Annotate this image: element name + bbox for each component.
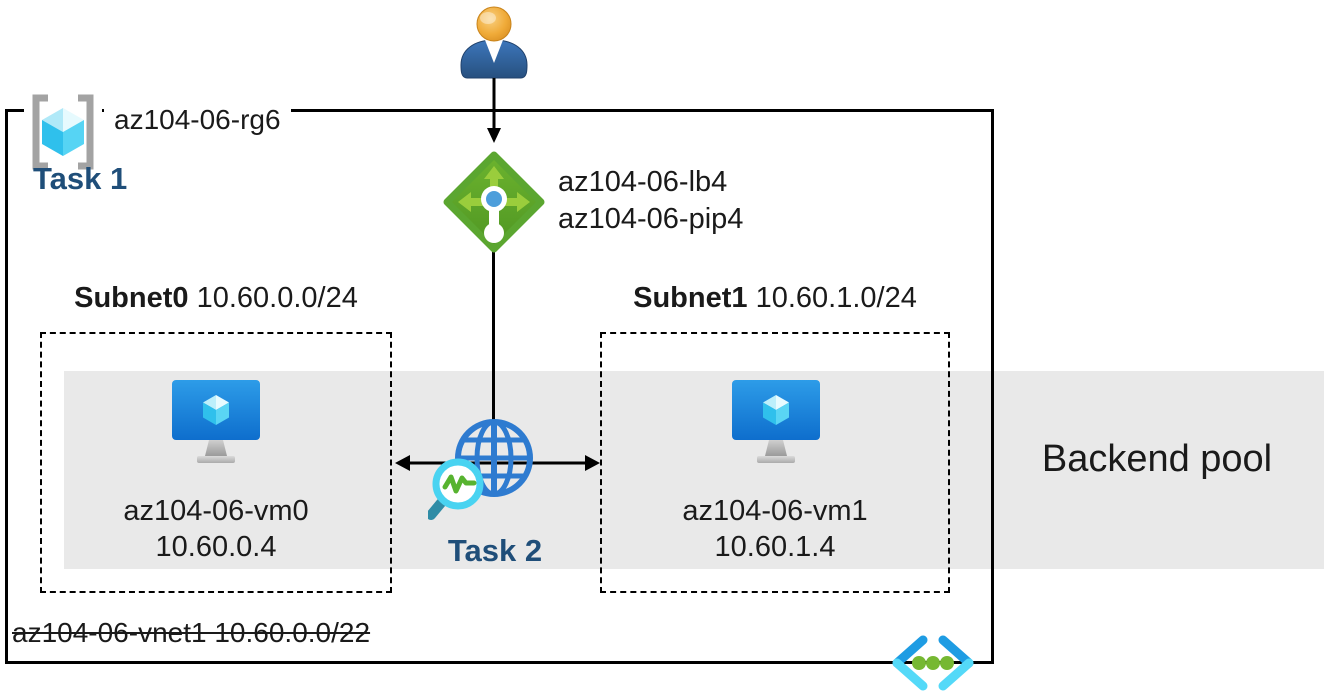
pip-name: az104-06-pip4 — [558, 203, 744, 235]
resource-group-name: az104-06-rg6 — [104, 104, 291, 137]
code-brackets-icon — [892, 635, 974, 691]
vm0-labels: az104-06-vm0 10.60.0.4 — [40, 493, 392, 565]
vm1-labels: az104-06-vm1 10.60.1.4 — [600, 493, 950, 565]
lb-name: az104-06-lb4 — [558, 166, 728, 198]
vm-icon-vm0 — [172, 380, 260, 463]
subnet0-name: Subnet0 — [74, 282, 189, 314]
subnet0-label: Subnet0 10.60.0.0/24 — [40, 282, 392, 315]
subnet1-dashed-box — [600, 332, 950, 593]
vm1-name: az104-06-vm1 — [682, 495, 868, 527]
subnet1-cidr: 10.60.1.0/24 — [755, 282, 917, 314]
subnet1-label: Subnet1 10.60.1.0/24 — [600, 282, 950, 315]
vm-icon-vm1 — [732, 380, 820, 463]
user-icon — [460, 6, 528, 79]
vm0-name: az104-06-vm0 — [123, 495, 309, 527]
vnet-label: az104-06-vnet1 10.60.0.0/22 — [12, 617, 371, 648]
load-balancer-icon — [443, 151, 545, 253]
double-headed-arrow-icon — [395, 455, 600, 471]
task1-label: Task 1 — [33, 161, 128, 196]
subnet0-cidr: 10.60.0.0/24 — [196, 282, 358, 314]
backend-pool-label: Backend pool — [1041, 438, 1273, 480]
resource-group-box — [5, 109, 994, 664]
arrow-down-icon — [487, 78, 501, 143]
resource-group-icon — [24, 90, 102, 174]
globe-magnifier-icon — [428, 419, 533, 520]
vm0-ip: 10.60.0.4 — [155, 531, 277, 563]
task2-label: Task 2 — [447, 533, 543, 568]
lb-to-globe-connector — [492, 250, 495, 460]
subnet0-dashed-box — [40, 332, 392, 593]
subnet1-name: Subnet1 — [633, 282, 748, 314]
backend-pool-band — [64, 371, 1324, 569]
vm1-ip: 10.60.1.4 — [714, 531, 836, 563]
load-balancer-labels: az104-06-lb4 az104-06-pip4 — [558, 164, 743, 238]
